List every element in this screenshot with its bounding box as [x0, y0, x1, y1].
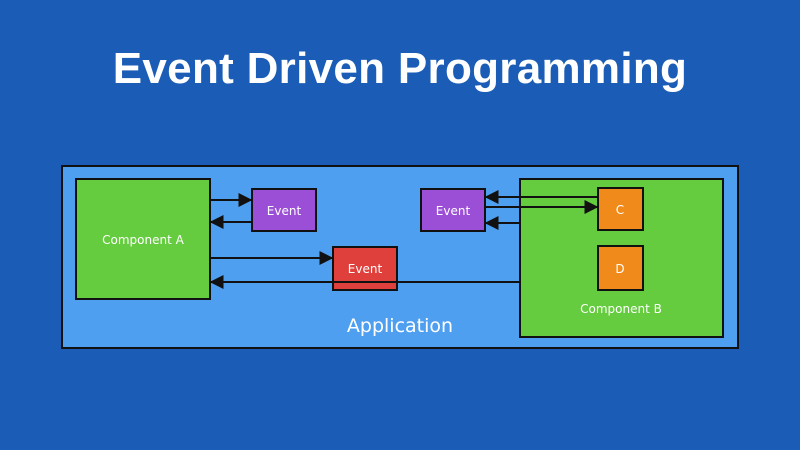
component-a-label: Component A: [102, 233, 184, 247]
page-title: Event Driven Programming: [112, 44, 688, 93]
event-label-center: Event: [348, 262, 383, 276]
sub-component-d-label: D: [615, 262, 624, 276]
component-b-label: Component B: [580, 302, 662, 316]
application-label: Application: [347, 315, 453, 337]
sub-component-c-label: C: [616, 203, 624, 217]
event-box-b: [420, 188, 486, 232]
sub-component-d-box: [597, 245, 644, 291]
event-label-a: Event: [267, 204, 302, 218]
sub-component-c-box: [597, 187, 644, 231]
event-box-a: [251, 188, 317, 232]
component-a-box: [75, 178, 211, 300]
event-label-b: Event: [436, 204, 471, 218]
